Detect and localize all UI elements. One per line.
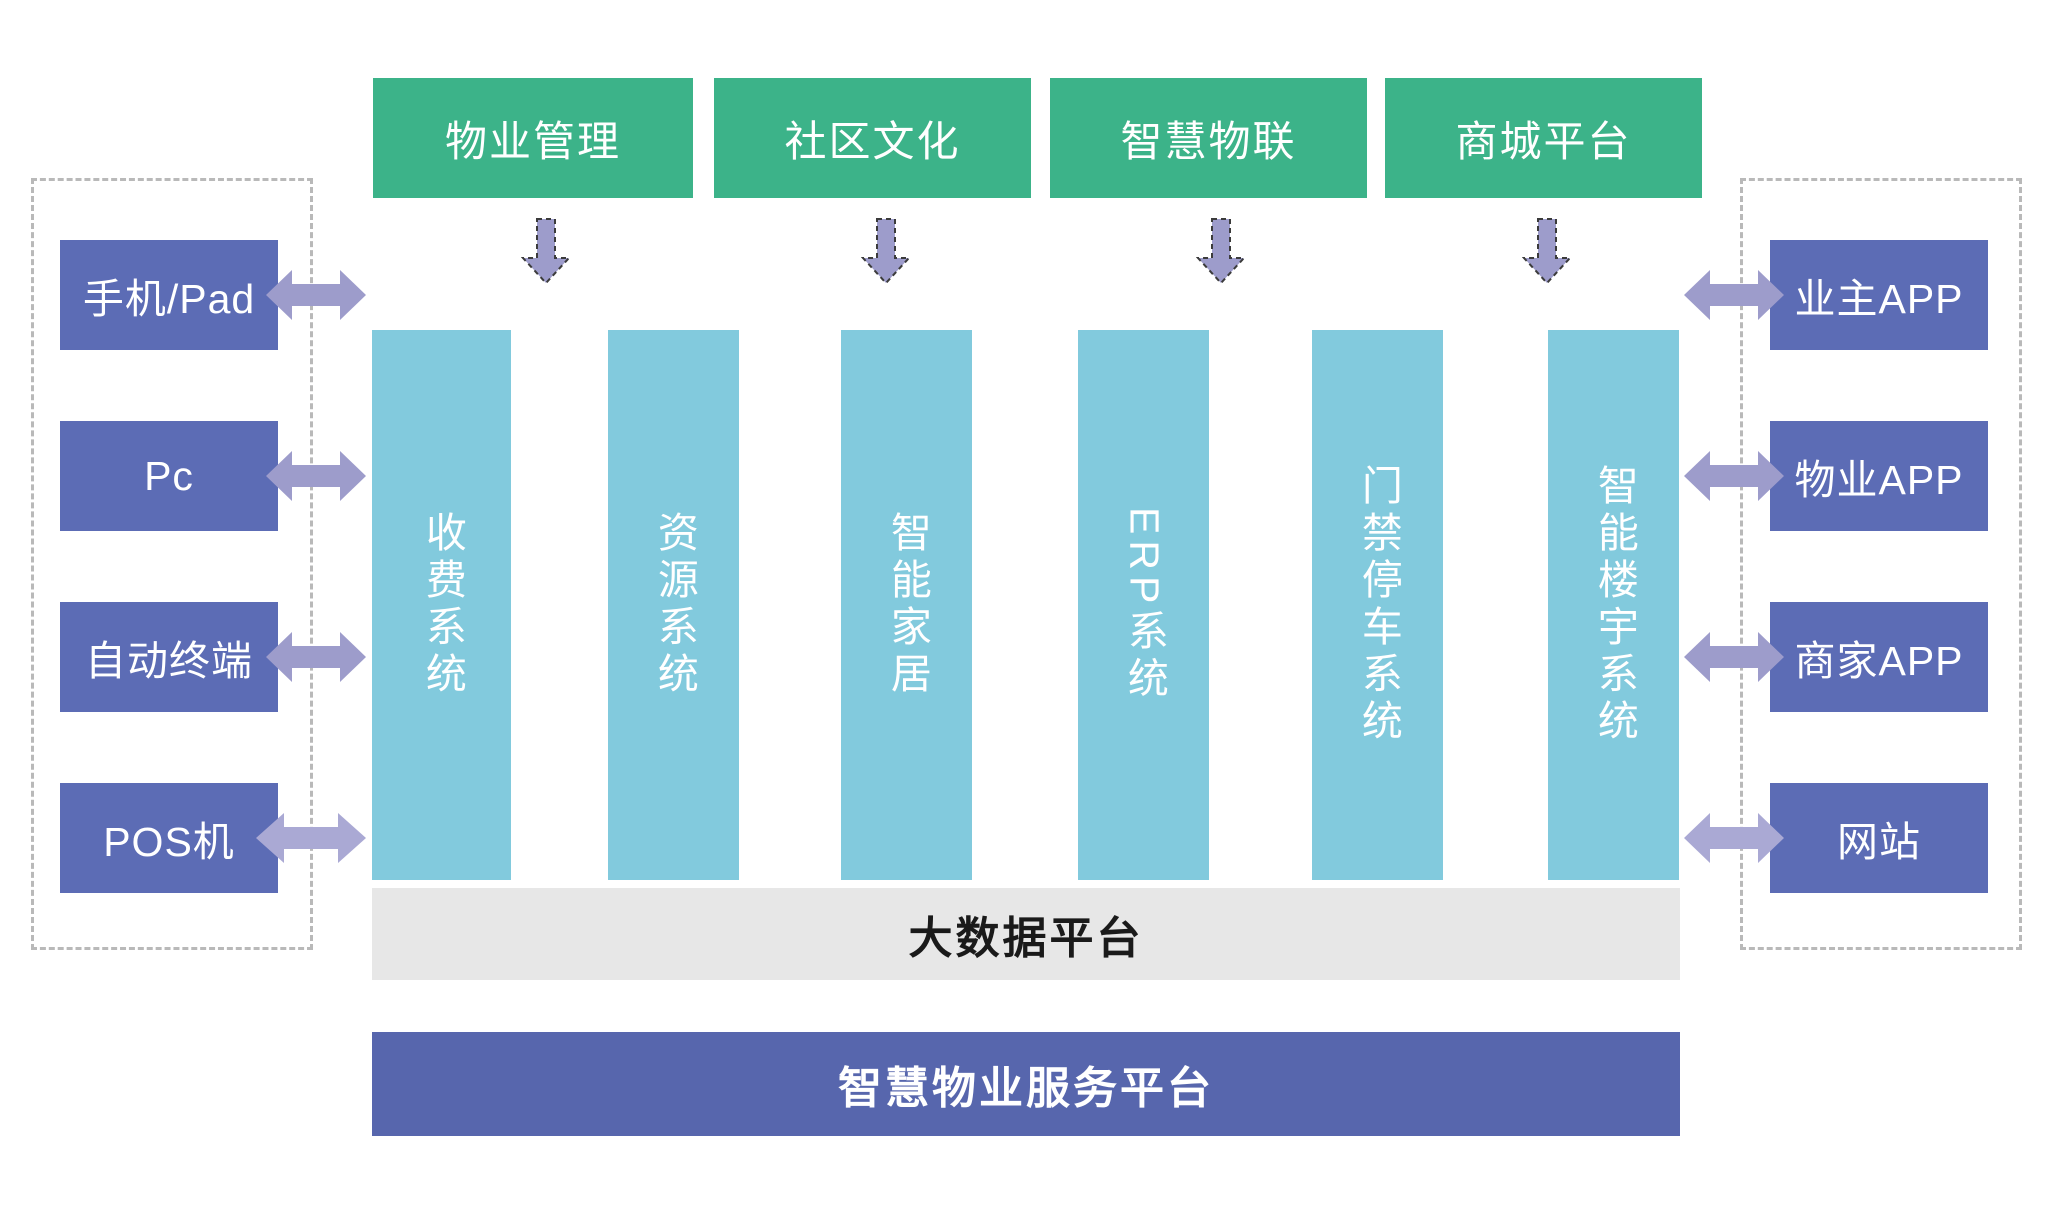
module-box-community-culture[interactable]: 社区文化 xyxy=(714,78,1031,198)
system-label: ERP系统 xyxy=(1121,506,1168,704)
module-box-smart-iot[interactable]: 智慧物联 xyxy=(1050,78,1367,198)
service-platform-label: 智慧物业服务平台 xyxy=(838,1064,1214,1113)
right-client-group-frame xyxy=(1740,178,2022,950)
module-label: 社区文化 xyxy=(784,117,961,165)
terminal-box-pos[interactable]: POS机 xyxy=(60,783,278,893)
arrow-down-icon-3 xyxy=(1196,218,1246,284)
system-label: 门禁停车系统 xyxy=(1355,464,1402,746)
double-arrow-icon-left-4 xyxy=(256,809,366,867)
system-label: 收费系统 xyxy=(419,511,466,699)
system-column-smart-home[interactable]: 智能家居 xyxy=(841,330,972,880)
big-data-platform-bar[interactable]: 大数据平台 xyxy=(372,888,1680,980)
client-box-website[interactable]: 网站 xyxy=(1770,783,1988,893)
system-label: 智能家居 xyxy=(884,511,931,699)
terminal-label: 手机/Pad xyxy=(82,276,256,322)
terminal-box-self-service[interactable]: 自动终端 xyxy=(60,602,278,712)
terminal-label: Pc xyxy=(144,452,194,499)
big-data-platform-label: 大数据平台 xyxy=(908,914,1144,963)
terminal-label: 自动终端 xyxy=(85,638,253,684)
module-label: 智慧物联 xyxy=(1120,117,1297,165)
module-box-property-management[interactable]: 物业管理 xyxy=(373,78,693,198)
service-platform-bar[interactable]: 智慧物业服务平台 xyxy=(372,1032,1680,1136)
arrow-down-icon-2 xyxy=(861,218,911,284)
system-column-smart-building[interactable]: 智能楼宇系统 xyxy=(1548,330,1679,880)
module-box-mall-platform[interactable]: 商城平台 xyxy=(1385,78,1702,198)
double-arrow-icon-left-2 xyxy=(266,447,366,505)
client-label: 业主APP xyxy=(1794,276,1964,322)
system-column-resource[interactable]: 资源系统 xyxy=(608,330,739,880)
double-arrow-icon-right-2 xyxy=(1684,447,1784,505)
system-label: 智能楼宇系统 xyxy=(1591,464,1638,746)
client-label: 商家APP xyxy=(1794,638,1964,684)
client-box-merchant-app[interactable]: 商家APP xyxy=(1770,602,1988,712)
system-label: 资源系统 xyxy=(651,511,698,699)
module-label: 商城平台 xyxy=(1455,117,1632,165)
client-box-owner-app[interactable]: 业主APP xyxy=(1770,240,1988,350)
double-arrow-icon-left-3 xyxy=(266,628,366,686)
module-label: 物业管理 xyxy=(444,117,621,165)
arrow-down-icon-4 xyxy=(1522,218,1572,284)
double-arrow-icon-right-1 xyxy=(1684,266,1784,324)
system-column-access-parking[interactable]: 门禁停车系统 xyxy=(1312,330,1443,880)
client-box-property-app[interactable]: 物业APP xyxy=(1770,421,1988,531)
left-terminal-group-frame xyxy=(31,178,313,950)
terminal-box-mobile-pad[interactable]: 手机/Pad xyxy=(60,240,278,350)
terminal-box-pc[interactable]: Pc xyxy=(60,421,278,531)
client-label: 物业APP xyxy=(1794,457,1964,503)
terminal-label: POS机 xyxy=(103,819,235,865)
double-arrow-icon-right-4 xyxy=(1684,809,1784,867)
double-arrow-icon-left-1 xyxy=(266,266,366,324)
client-label: 网站 xyxy=(1837,819,1921,865)
system-column-erp[interactable]: ERP系统 xyxy=(1078,330,1209,880)
system-column-charging[interactable]: 收费系统 xyxy=(372,330,511,880)
arrow-down-icon-1 xyxy=(521,218,571,284)
double-arrow-icon-right-3 xyxy=(1684,628,1784,686)
